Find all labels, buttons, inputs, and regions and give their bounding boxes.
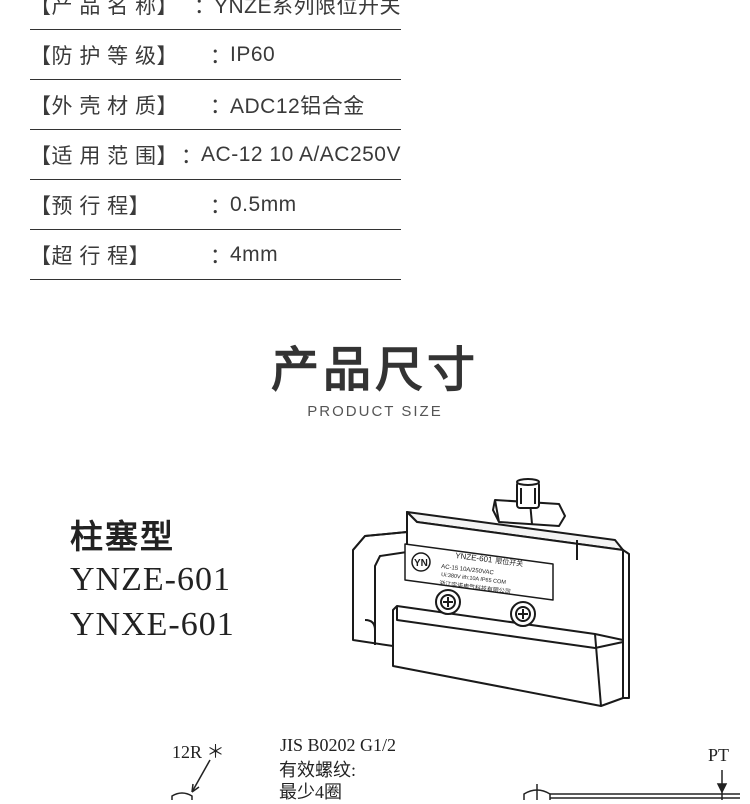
spec-colon: ： (193, 0, 216, 18)
spec-value: AC-12 10 A/AC250V (201, 142, 401, 166)
spec-colon: ： (181, 144, 203, 168)
spec-colon: ： (210, 194, 232, 218)
spec-value: 0.5mm (230, 192, 297, 216)
spec-colon: ： (210, 44, 232, 68)
spec-key: 【外 壳 材 质】 (30, 94, 179, 118)
thread-effective-label: 有效螺纹: (279, 760, 357, 780)
section-title: 产品尺寸 (270, 344, 479, 397)
model-type-label: 柱塞型 (70, 518, 175, 555)
model-name-2: YNXE-601 (70, 606, 235, 643)
spec-row-product-name: 【产 品 名 称】 ： YNZE系列限位开关 (30, 0, 401, 30)
spec-value: IP60 (230, 42, 276, 66)
thread-min-turns: 最少4圈 (279, 782, 342, 802)
radius-note: 12R ＊ (172, 742, 225, 762)
spec-key: 【防 护 等 级】 (30, 44, 179, 68)
spec-value: YNZE系列限位开关 (213, 0, 401, 18)
spec-row-over-travel: 【超 行 程】 ： 4mm (30, 230, 401, 280)
spec-key: 【适 用 范 围】 (30, 144, 179, 168)
spec-key: 【预 行 程】 (30, 194, 151, 218)
thread-spec: JIS B0202 G1/2 (280, 735, 397, 755)
model-name-1: YNZE-601 (70, 561, 231, 598)
spec-key: 【超 行 程】 (30, 244, 151, 268)
spec-row-housing-material: 【外 壳 材 质】 ： ADC12铝合金 (30, 80, 401, 130)
spec-row-pre-travel: 【预 行 程】 ： 0.5mm (30, 180, 401, 230)
limit-switch-illustration: YN YNZE-601 限位开关 AC-15 10A/250VAC Ui:380… (352, 478, 630, 707)
spec-table: 【产 品 名 称】 ： YNZE系列限位开关 【防 护 等 级】 ： IP60 … (30, 0, 401, 280)
spec-colon: ： (210, 94, 232, 118)
spec-value: 4mm (230, 242, 279, 266)
label-plate-logo: YN (414, 558, 428, 569)
spec-colon: ： (210, 244, 232, 268)
spec-row-protection-level: 【防 护 等 级】 ： IP60 (30, 30, 401, 80)
dimension-drawing (171, 759, 740, 800)
spec-value: ADC12铝合金 (230, 94, 365, 118)
spec-row-application-range: 【适 用 范 围】 ： AC-12 10 A/AC250V (30, 130, 401, 180)
pt-label: PT (708, 745, 730, 765)
spec-key: 【产 品 名 称】 (30, 0, 179, 18)
section-subtitle: PRODUCT SIZE (307, 403, 443, 420)
